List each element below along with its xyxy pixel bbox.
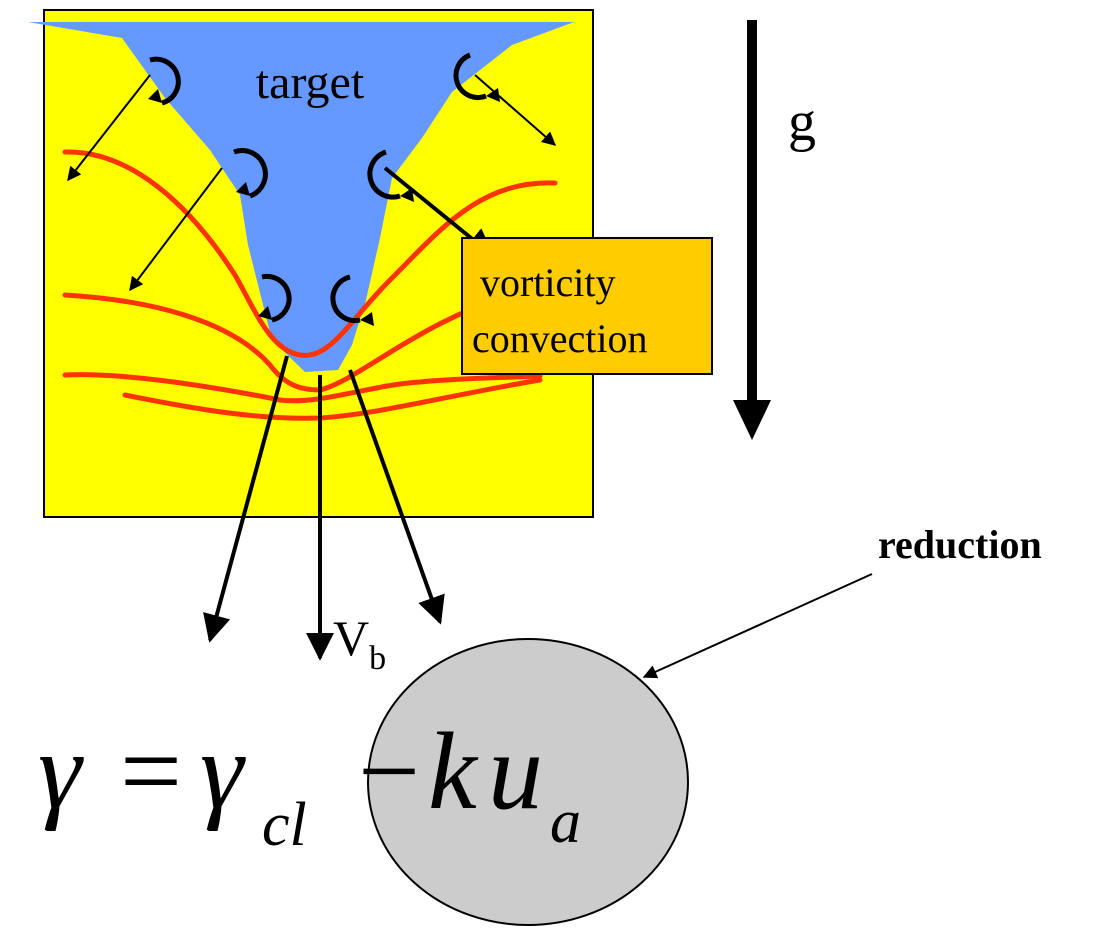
formula: γ = γ cl − k u a: [38, 710, 581, 859]
shed-arrow-3: [129, 167, 223, 292]
vortex-icon-1: [149, 56, 181, 106]
vortex-icon-3: [233, 148, 268, 199]
flow-line-2: [62, 289, 523, 393]
gravity-label: g: [788, 91, 816, 153]
formula-gamma2: γ: [200, 710, 246, 832]
shed-arrow-1: [67, 74, 151, 182]
vortex-icon-2: [453, 52, 487, 100]
formula-u: u: [488, 710, 543, 832]
formula-equals: =: [120, 710, 182, 832]
target-label: target: [256, 56, 365, 109]
formula-sub-cl: cl: [262, 791, 307, 859]
velocity-arrow-left: [203, 355, 289, 643]
vortex-icon-6: [330, 274, 361, 324]
formula-minus: −: [358, 710, 420, 832]
vortex-icon-4: [367, 149, 401, 200]
vortex-arrowheads: [148, 88, 500, 326]
vorticity-callout-box: [461, 237, 713, 375]
gravity-arrowhead: [733, 400, 771, 440]
vortex-icon-5: [261, 273, 292, 323]
flow-line-1: [62, 149, 558, 358]
reduction-label: reduction: [878, 522, 1042, 567]
shed-arrows: [67, 74, 557, 292]
target-cone: [28, 22, 574, 372]
vorticity-callout-line1: vorticity: [480, 260, 616, 305]
reduction-arrow: [642, 573, 873, 679]
velocity-arrows: [203, 355, 445, 661]
vorticity-callout-line2: convection: [472, 316, 648, 361]
flow-line-3: [62, 372, 543, 404]
velocity-label-sub: b: [369, 640, 386, 677]
formula-gamma: γ: [38, 710, 84, 832]
velocity-label-main: V: [333, 610, 369, 666]
velocity-arrow-right: [348, 369, 445, 625]
vortices: [149, 52, 487, 324]
velocity-label: Vb: [333, 610, 386, 677]
formula-sub-a: a: [550, 788, 581, 856]
formula-k: k: [428, 710, 479, 832]
reduction-ellipse: [367, 638, 689, 926]
shed-arrow-2: [474, 74, 557, 146]
